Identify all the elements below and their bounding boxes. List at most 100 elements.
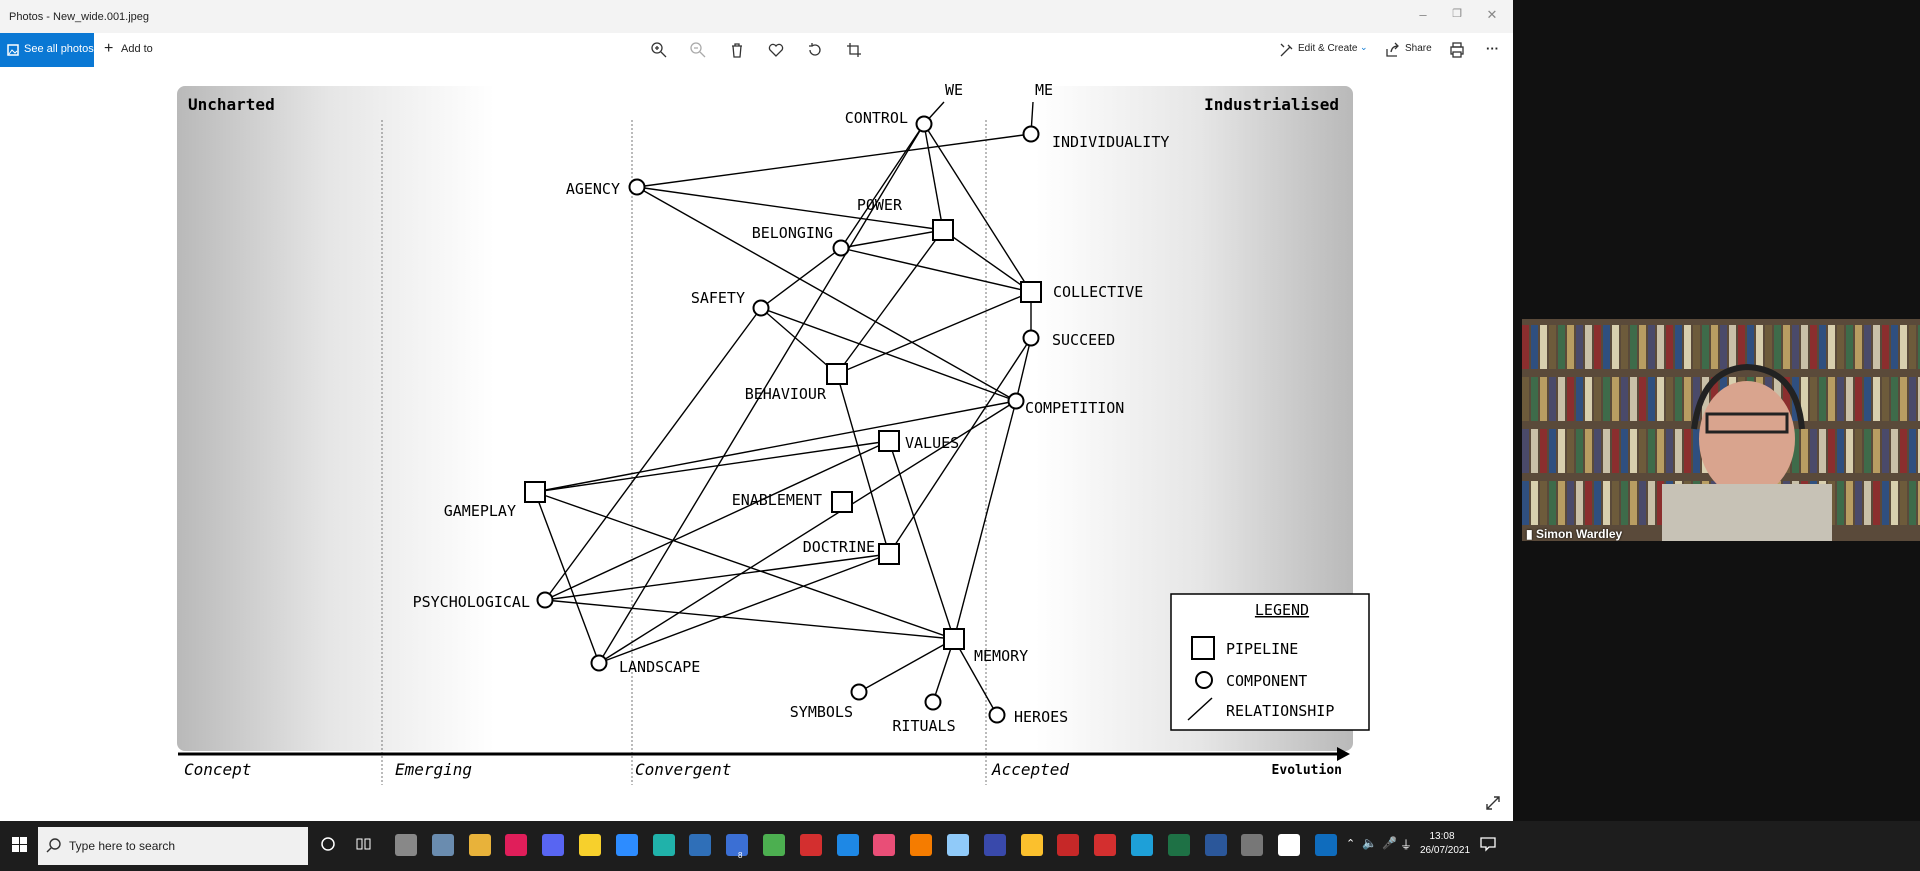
book-spine [1558, 429, 1565, 473]
book-spine [1837, 481, 1844, 525]
slack-icon[interactable] [505, 834, 528, 856]
label-rituals: RITUALS [892, 717, 955, 735]
xmind-icon[interactable] [799, 834, 822, 856]
component-symbols [850, 683, 868, 701]
network-icon[interactable]: ⏚ [1400, 838, 1413, 852]
print-icon[interactable] [1448, 41, 1466, 59]
maps-icon[interactable] [689, 834, 712, 856]
notification-center-icon[interactable] [1480, 836, 1496, 852]
book-spine [1549, 429, 1556, 473]
mail-icon[interactable] [726, 834, 749, 856]
book-spine [1693, 429, 1700, 473]
label-me: ME [1035, 81, 1053, 99]
delete-icon[interactable] [728, 41, 746, 59]
git-icon[interactable] [873, 834, 896, 856]
obs-icon[interactable] [983, 834, 1006, 856]
camera-icon[interactable] [1241, 834, 1264, 856]
stage-label-concept: Concept [184, 760, 251, 779]
pipeline-gameplay [524, 481, 546, 503]
taskbar-clock[interactable]: 13:08 26/07/2021 [1420, 830, 1470, 858]
notepad-icon[interactable] [947, 834, 969, 856]
microphone-icon[interactable]: 🎤 [1382, 836, 1397, 850]
task-view-icon[interactable] [356, 836, 372, 852]
favorite-heart-icon[interactable] [767, 41, 785, 59]
book-spine [1648, 325, 1655, 369]
crop-icon[interactable] [845, 41, 863, 59]
label-enablement: ENABLEMENT [732, 491, 822, 509]
relationship-line [836, 229, 944, 375]
book-spine [1747, 325, 1754, 369]
pipeline-doctrine [878, 543, 900, 565]
book-spine [1639, 325, 1646, 369]
vlc-icon[interactable] [910, 834, 933, 856]
label-control: CONTROL [845, 109, 908, 127]
book-spine [1756, 325, 1763, 369]
book-spine [1630, 429, 1637, 473]
file-manager-icon[interactable] [431, 834, 454, 856]
zoom-in-icon[interactable] [650, 41, 668, 59]
book-spine [1567, 325, 1574, 369]
book-spine [1837, 325, 1844, 369]
book-spine [1801, 429, 1808, 473]
cortana-icon[interactable] [320, 836, 336, 852]
uncharted-label: Uncharted [188, 95, 275, 114]
label-landscape: LANDSCAPE [619, 658, 700, 676]
pipeline-memory [943, 628, 965, 650]
rotate-icon[interactable] [806, 41, 824, 59]
label-behaviour: BEHAVIOUR [745, 385, 827, 403]
fullscreen-expand-icon[interactable] [1484, 794, 1502, 812]
speaker-icon[interactable]: 🔈 [1362, 836, 1377, 850]
relationship-line [953, 638, 998, 716]
component-belonging [832, 239, 850, 257]
book-spine [1576, 481, 1583, 525]
word-icon[interactable] [1204, 834, 1227, 856]
book-spine [1918, 429, 1920, 473]
zoom-out-icon[interactable] [689, 41, 707, 59]
book-spine [1810, 429, 1817, 473]
more-options-button[interactable]: ··· [1486, 41, 1499, 56]
book-spine [1684, 325, 1691, 369]
mail-badge: 8 [738, 851, 743, 860]
label-symbols: SYMBOLS [790, 703, 853, 721]
book-spine [1864, 429, 1871, 473]
book-spine [1621, 481, 1628, 525]
book-spine [1657, 481, 1664, 525]
tick-app-icon[interactable] [1020, 834, 1043, 856]
close-button[interactable]: ✕ [1486, 7, 1498, 22]
add-to-button[interactable]: Add to [121, 43, 153, 55]
miro-icon[interactable] [579, 834, 601, 856]
book-spine [1648, 481, 1655, 525]
industrialised-label: Industrialised [1204, 95, 1339, 114]
relationship-line [840, 229, 944, 249]
share-button[interactable]: Share [1405, 43, 1432, 54]
tray-chevron-up-icon[interactable]: ⌃ [1346, 838, 1356, 850]
photos-app-icon[interactable] [836, 834, 859, 856]
relationship-line [636, 186, 944, 231]
outlook-icon[interactable] [1315, 834, 1337, 856]
relationship-line [534, 491, 955, 640]
taskbar-search-box[interactable]: Type here to search [38, 827, 308, 865]
settings-gear-icon[interactable] [395, 834, 417, 856]
acrobat-icon[interactable] [1094, 834, 1117, 856]
book-spine [1675, 377, 1682, 421]
book-spine [1648, 429, 1655, 473]
file-explorer-icon[interactable] [468, 834, 491, 856]
relationship-line [836, 373, 890, 555]
discord-icon[interactable] [542, 834, 565, 856]
mcafee-icon[interactable] [1057, 834, 1080, 856]
chrome-icon[interactable] [763, 834, 785, 856]
relationship-line [1015, 337, 1032, 402]
edit-create-button[interactable]: Edit & Create [1298, 43, 1358, 54]
edge-icon[interactable] [1131, 834, 1153, 856]
onedrive-icon[interactable] [1278, 834, 1301, 856]
book-spine [1855, 481, 1862, 525]
relationship-line [760, 247, 842, 309]
see-all-photos-button[interactable]: See all photos [0, 33, 94, 67]
restore-button[interactable]: ❐ [1452, 8, 1462, 20]
book-spine [1612, 429, 1619, 473]
snip-tool-icon[interactable] [652, 834, 675, 856]
excel-icon[interactable] [1167, 834, 1190, 856]
windows-start-icon[interactable] [12, 837, 28, 853]
zoom-video-icon[interactable] [615, 834, 638, 856]
minimize-button[interactable]: – [1419, 7, 1427, 22]
